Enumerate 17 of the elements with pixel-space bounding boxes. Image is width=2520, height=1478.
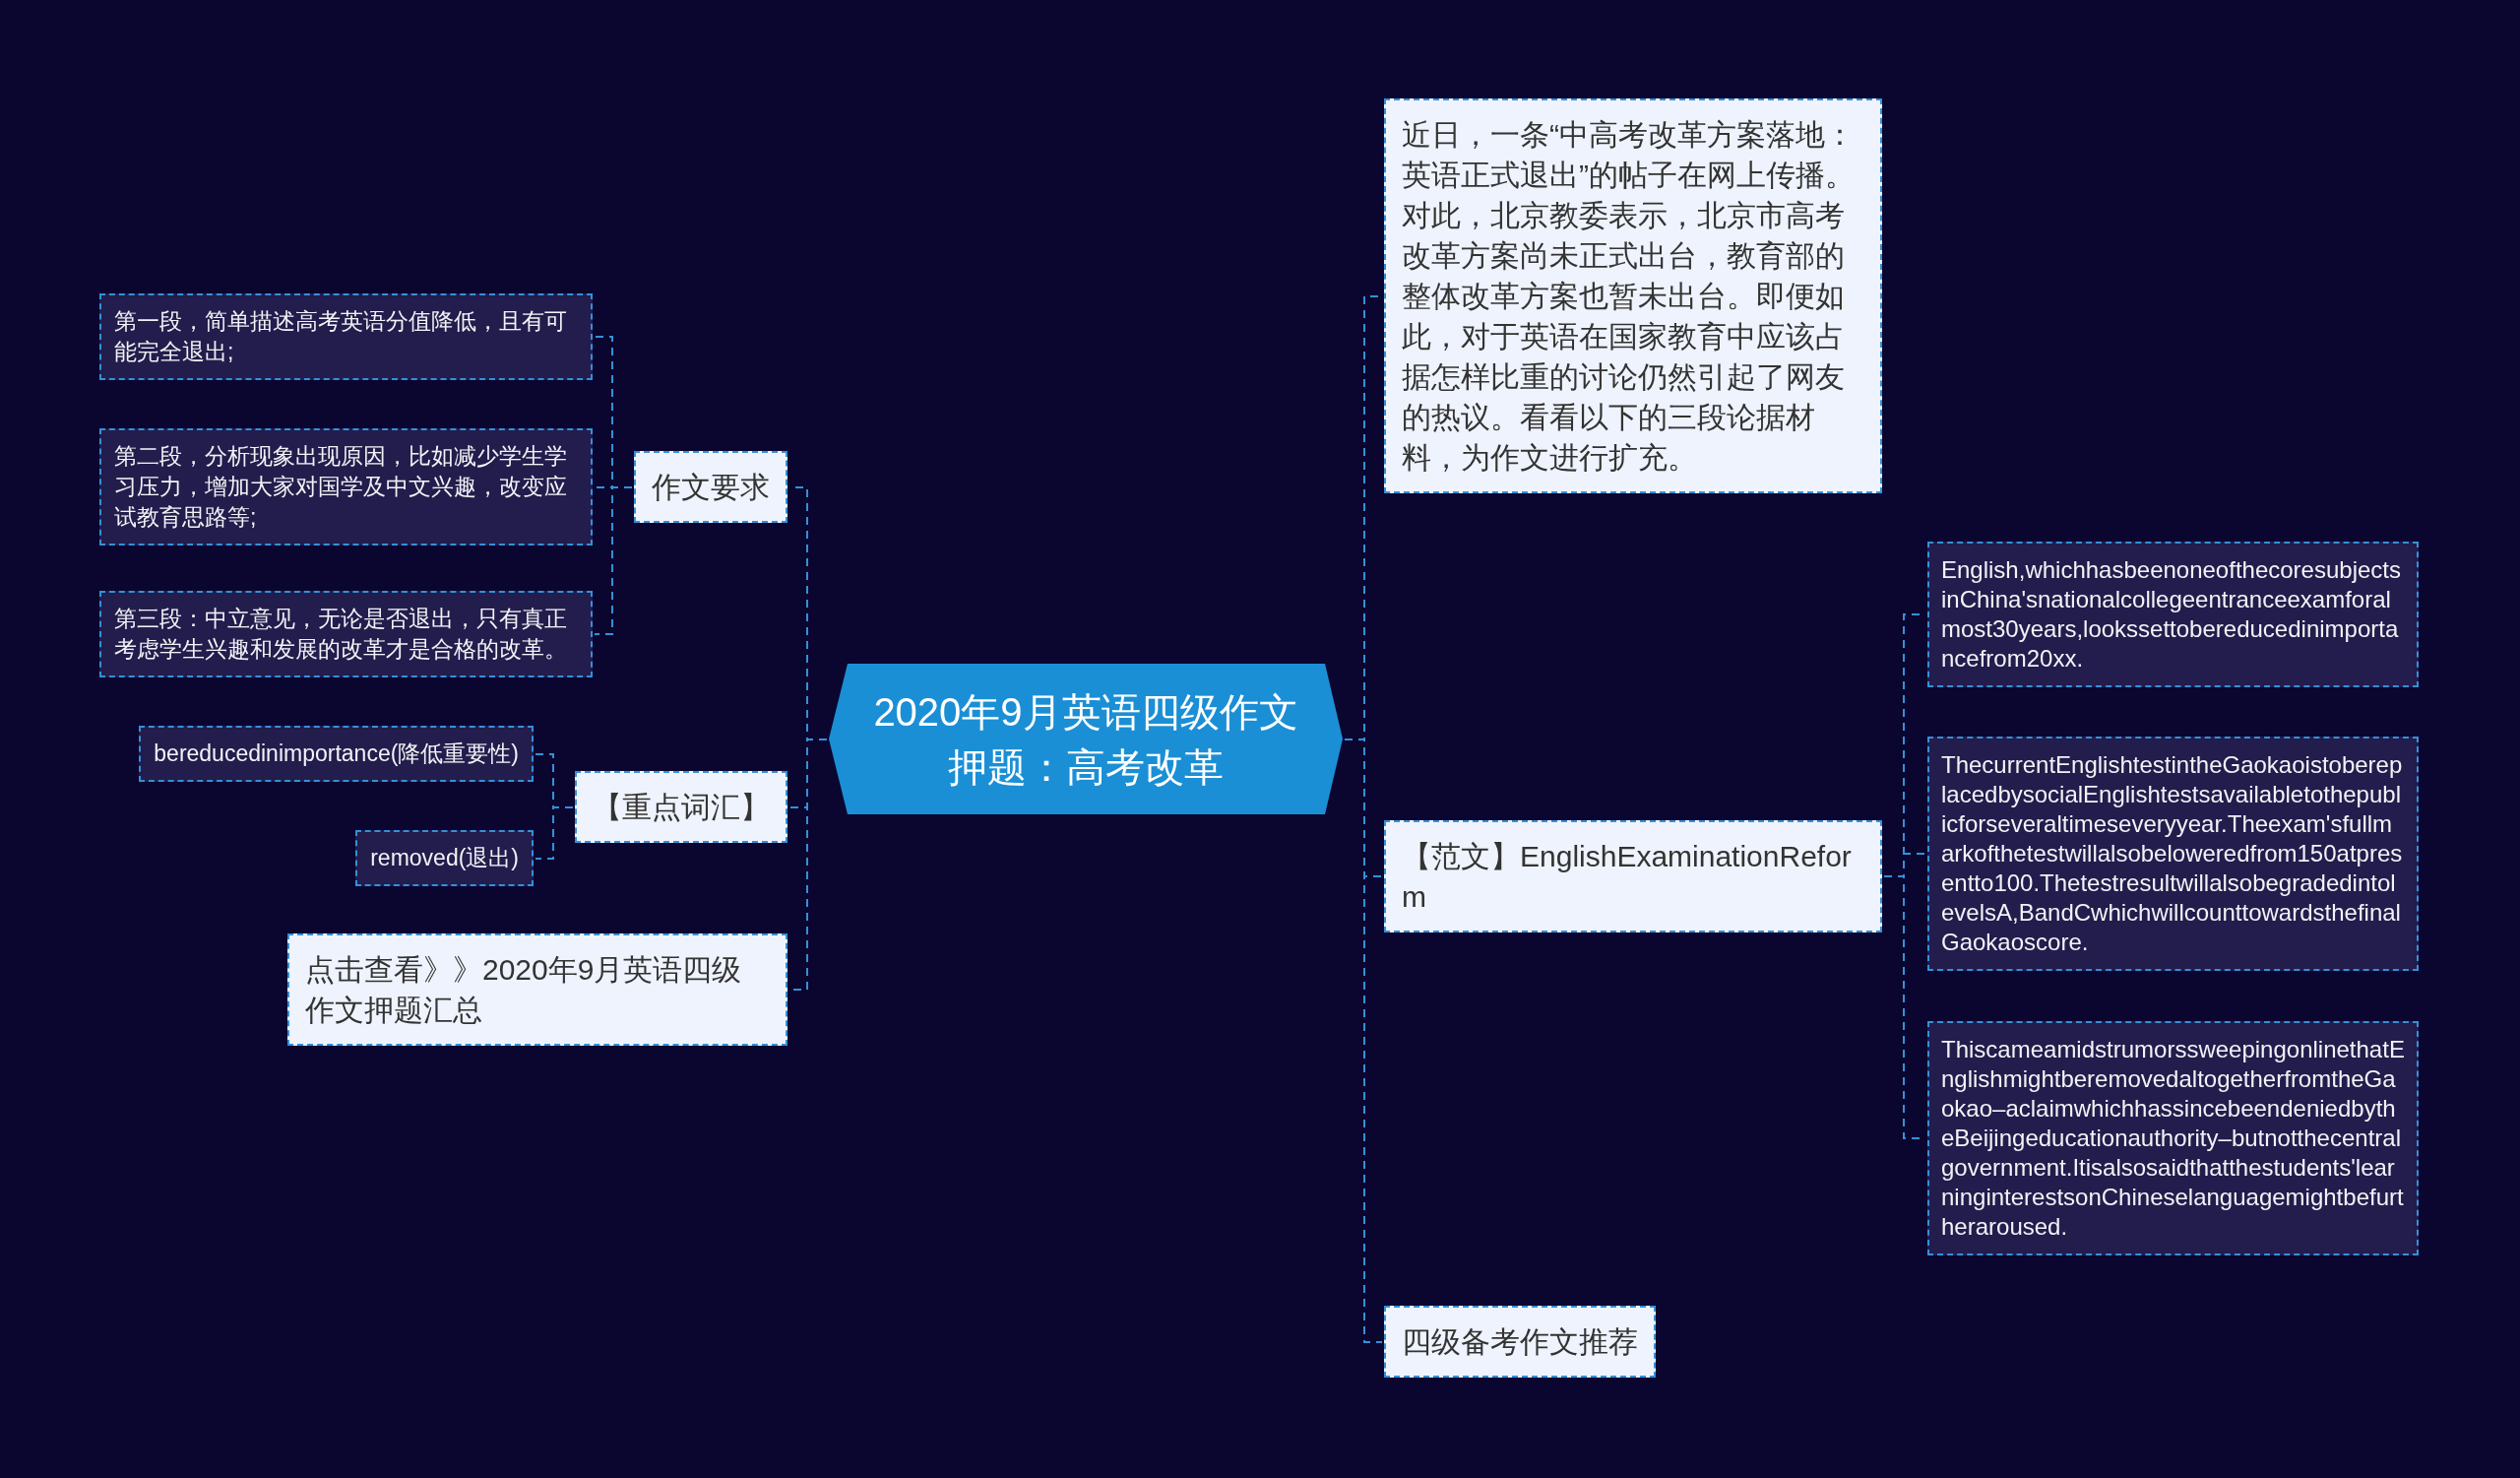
note-box: removed(退出) — [355, 830, 534, 886]
topic-box: 【重点词汇】 — [575, 771, 788, 843]
topic-box: 【范文】EnglishExaminationReform — [1384, 820, 1882, 932]
note-box: 第一段，简单描述高考英语分值降低，且有可能完全退出; — [99, 293, 593, 380]
topic-box: 点击查看》》2020年9月英语四级作文押题汇总 — [287, 933, 788, 1046]
note-box: English,whichhasbeenoneofthecoresubjectsinChina'snationalcollegeentranceexamforalmost30years,lookssettobereducedinimportancefrom20xx. — [1927, 542, 2419, 687]
topic-box: 四级备考作文推荐 — [1384, 1306, 1656, 1378]
topic-hexagon: 2020年9月英语四级作文押题：高考改革 — [829, 664, 1343, 814]
note-box: 第二段，分析现象出现原因，比如减少学生学习压力，增加大家对国学及中文兴趣，改变应试教育思路等; — [99, 428, 593, 546]
topic-box: 近日，一条“中高考改革方案落地：英语正式退出”的帖子在网上传播。对此，北京教委表示，北京市高考改革方案尚未正式出台，教育部的整体改革方案也暂未出台。即便如此，对于英语在国家教育中应该占据怎样比重的讨论仍然引起了网友的热议。看看以下的三段论据材料，为作文进行扩充。 — [1384, 98, 1882, 493]
note-box: ThiscameamidstrumorssweepingonlinethatEnglishmightberemovedaltogetherfromtheGaokao–aclaimwhichhassincebeendeniedbytheBeijingeducationauthority–butnotthecentralgovernment.Itisalsosaidthatthestudents'learninginterestsonChineselanguagemightbefurtheraroused. — [1927, 1021, 2419, 1255]
note-box: bereducedinimportance(降低重要性) — [139, 726, 534, 782]
connector-line — [535, 806, 574, 860]
topic-box: 作文要求 — [634, 451, 788, 523]
note-box: 第三段：中立意见，无论是否退出，只有真正考虑学生兴趣和发展的改革才是合格的改革。 — [99, 591, 593, 677]
connector-line — [594, 486, 633, 635]
note-box: ThecurrentEnglishtestintheGaokaoistobereplacedbysocialEnglishtestsavailabletothepublicforseveraltimeseveryyear.Theexam'sfullmarkofthetestwillalsobeloweredfrom150atpresentto100.ThetestresultwillalsobegradedintolevelsA,BandCwhichwillcounttowardsthefinalGaokaoscore. — [1927, 737, 2419, 971]
